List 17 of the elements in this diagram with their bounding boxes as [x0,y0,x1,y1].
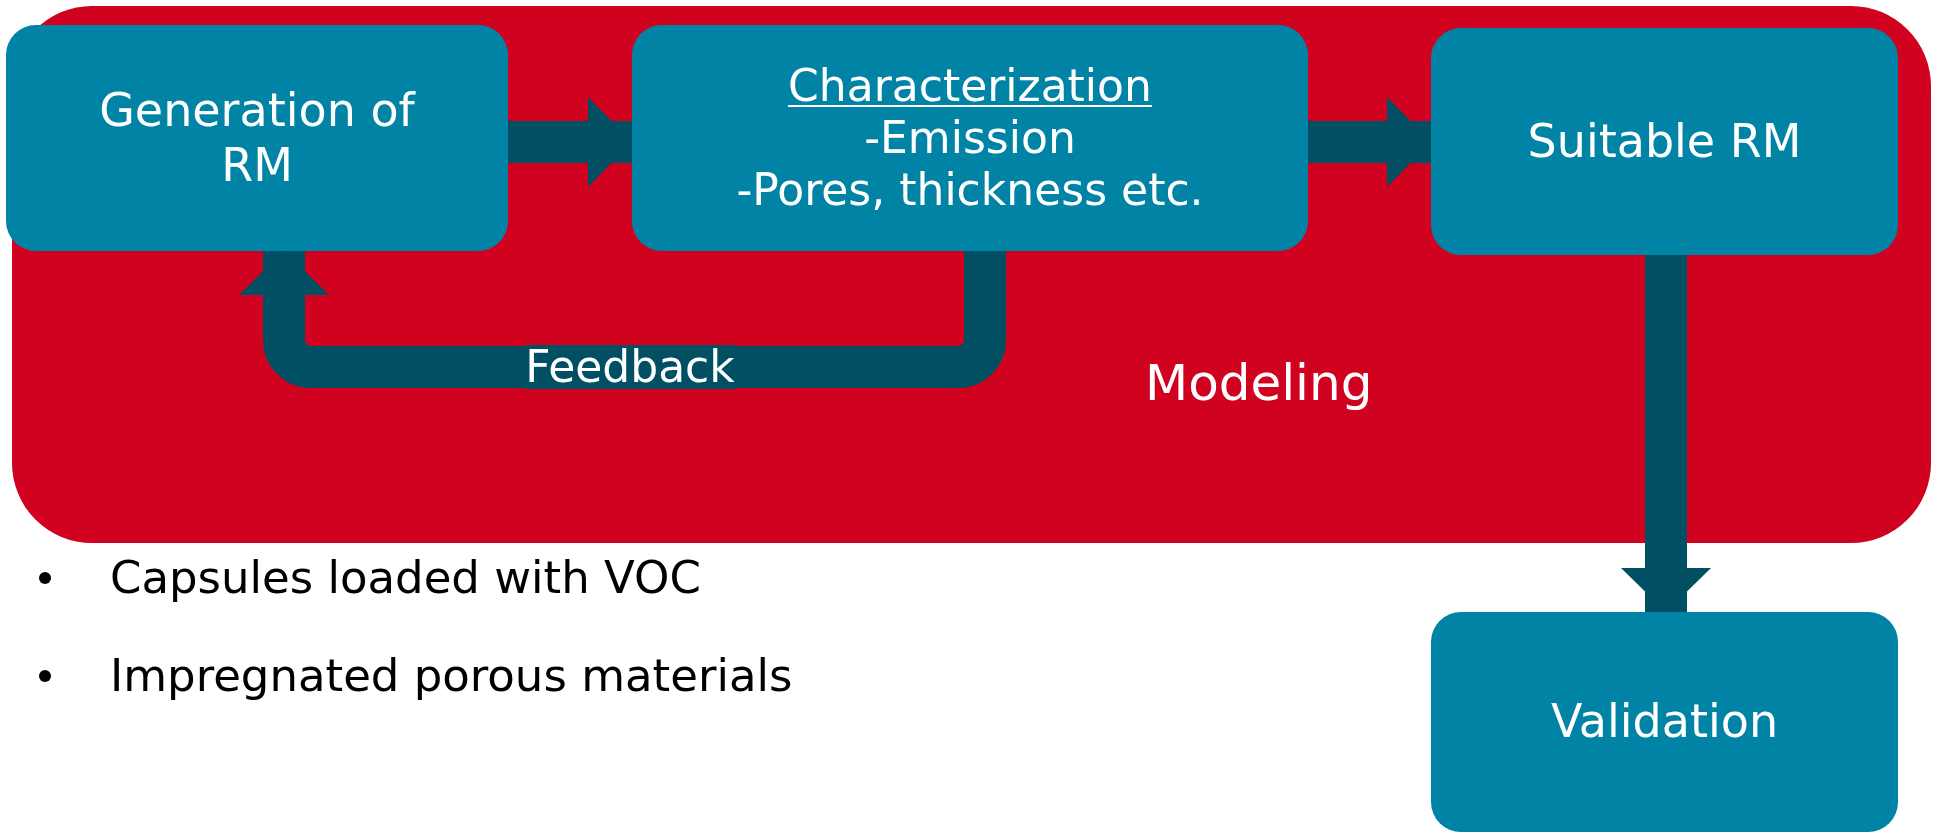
box-text: Generation of RM [98,82,417,194]
block-arrow [1308,97,1431,187]
process-box [1431,612,1898,832]
box-heading: Characterization [788,60,1152,113]
block-arrow [508,97,632,187]
box-text: Suitable RM [1526,113,1803,170]
process-box [6,25,508,251]
box-text: -Emission [864,112,1076,164]
region-label: Modeling [1145,353,1373,414]
box-text: Validation [1549,694,1780,750]
box-text: -Pores, thickness etc. [736,163,1204,216]
process-box [632,25,1308,251]
bullet-text: Capsules loaded with VOC [110,550,701,606]
process-box [1431,28,1898,255]
edge-label: Feedback [525,345,735,389]
block-arrow [1621,255,1711,612]
bullet-text: Impregnated porous materials [110,648,793,705]
